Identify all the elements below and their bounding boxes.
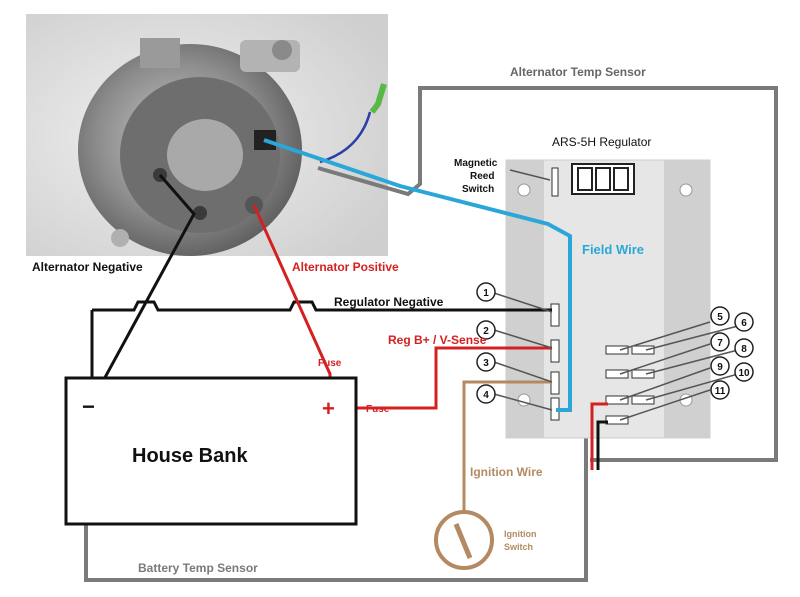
terminal-number-11: 11 — [715, 386, 726, 397]
terminal-number-circles — [476, 282, 754, 404]
terminal-number-4: 4 — [483, 390, 489, 401]
regulator-negative-label: Regulator Negative — [334, 295, 444, 309]
reg-bplus-label: Reg B+ / V-Sense — [388, 333, 487, 347]
alternator-temp-sensor-label: Alternator Temp Sensor — [510, 65, 646, 79]
house-bank — [64, 376, 358, 526]
ignition-wire-label: Ignition Wire — [470, 465, 543, 479]
ignition-switch-label-1: Ignition — [504, 529, 537, 539]
reed-switch — [551, 167, 559, 197]
terminal-number-2: 2 — [483, 326, 489, 337]
field-wire — [263, 138, 572, 412]
alternator-negative-wire — [94, 174, 196, 395]
terminal-number-6: 6 — [741, 318, 747, 329]
reed-switch-label-1: Magnetic — [454, 158, 498, 169]
battery-plus-symbol: + — [322, 396, 335, 421]
ignition-wire — [462, 380, 552, 518]
fuse-top-label: Fuse — [318, 358, 342, 369]
alternator-photo — [26, 14, 388, 256]
fuse-side-label: Fuse — [366, 404, 390, 415]
house-bank-label: House Bank — [132, 445, 248, 467]
battery-temp-sensor-label: Battery Temp Sensor — [138, 561, 258, 575]
regulator — [505, 159, 711, 439]
ignition-switch-label-2: Switch — [504, 542, 533, 552]
terminal-number-1: 1 — [483, 288, 489, 299]
terminal-number-8: 8 — [741, 344, 747, 355]
terminal-number-9: 9 — [717, 362, 723, 373]
alternator-negative-label: Alternator Negative — [32, 260, 143, 274]
terminal-number-3: 3 — [483, 358, 489, 369]
alternator-positive-label: Alternator Positive — [292, 260, 399, 274]
alternator-temp-sensor-wire — [317, 86, 778, 462]
reg-bplus-wire — [344, 346, 552, 410]
terminal-number-5: 5 — [717, 312, 723, 323]
reed-switch-label-2: Reed — [470, 171, 494, 182]
regulator-title: ARS-5H Regulator — [552, 135, 651, 149]
terminal-number-7: 7 — [717, 338, 723, 349]
ignition-switch — [434, 510, 494, 570]
terminal-number-10: 10 — [738, 368, 750, 379]
field-wire-label: Field Wire — [582, 242, 644, 257]
reed-switch-label-3: Switch — [462, 184, 494, 195]
terminal-leaders — [493, 169, 739, 421]
battery-minus-symbol: − — [82, 394, 95, 419]
